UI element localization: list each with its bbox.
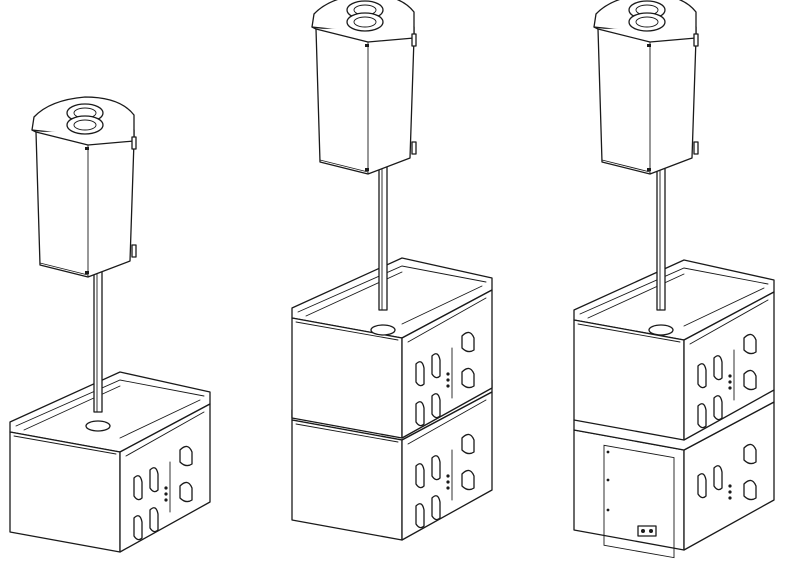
config-2-satellite [311,0,417,175]
config-1-pole [93,261,103,413]
config-1-pole-socket [85,420,111,432]
config-1-satellite [31,96,137,278]
config-1-stack [9,96,211,553]
config-2-pole-socket [370,324,396,336]
config-1-subwoofer-lower [9,371,211,553]
config-3-stack [573,0,775,559]
config-3-satellite [593,0,699,175]
config-3-pole-socket [648,324,674,336]
config-2-stack [291,0,493,541]
config-3-pole [656,159,666,311]
config-2-pole [378,159,388,311]
